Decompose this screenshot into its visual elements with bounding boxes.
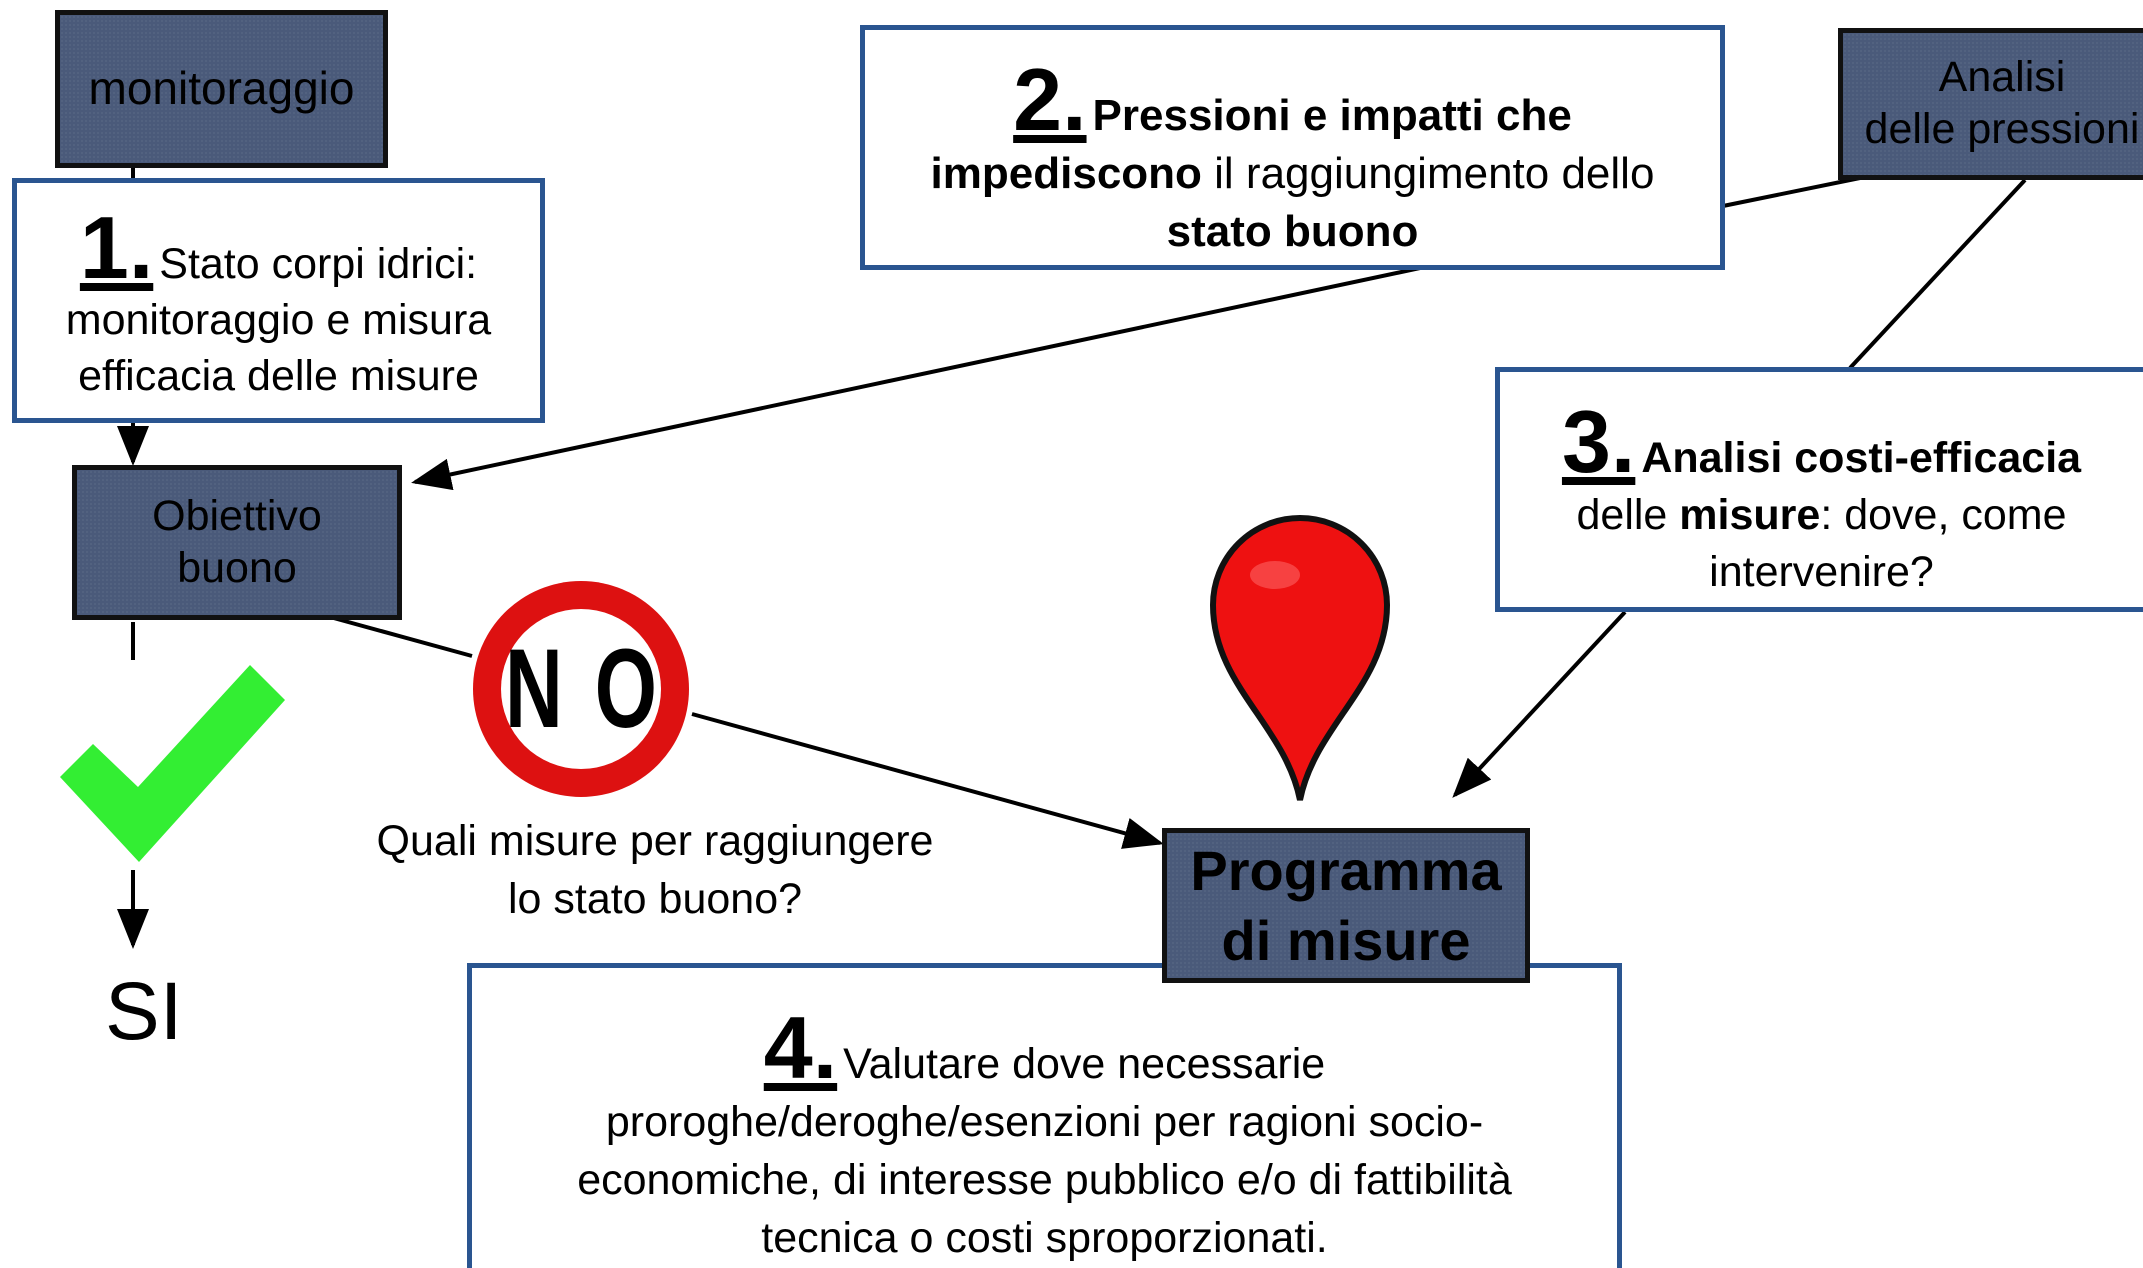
step-2-number: 2. (1013, 50, 1087, 149)
question-text: Quali misure per raggiungere lo stato bu… (325, 812, 985, 928)
si-label: SI (105, 966, 183, 1057)
obiettivo-line2: buono (177, 543, 297, 592)
programma-line1: Programma (1190, 838, 1502, 902)
step-2-bold3: stato buono (1166, 207, 1419, 256)
step-3-bold1: Analisi costi-efficacia (1641, 434, 2082, 482)
box-step-3: 3.Analisi costi-efficacia delle misure: … (1495, 367, 2143, 612)
question-line2: lo stato buono? (507, 875, 803, 923)
arrow-analisi-obiettivo-b (411, 266, 1421, 491)
step-4-line3: economiche, di interesse pubblico e/o di… (577, 1156, 1512, 1204)
step-4-number: 4. (763, 998, 838, 1097)
arrow-no-programma (691, 712, 1164, 849)
step-2-bold1: Pressioni e impatti che (1092, 91, 1572, 140)
obiettivo-node: Obiettivo buono (72, 465, 402, 620)
obiettivo-line1: Obiettivo (152, 491, 322, 540)
arrow-box3-programma (1452, 610, 1627, 798)
connector-analisi-box3 (1848, 178, 2027, 370)
step-1-line3: efficacia delle misure (78, 352, 479, 400)
no-sign-icon: NO (473, 581, 689, 797)
step-3-text-b: : dove, come (1820, 491, 2067, 539)
step-4-line1: Valutare dove necessarie (843, 1040, 1326, 1088)
question-line1: Quali misure per raggiungere (376, 817, 934, 865)
step-1-line2: monitoraggio e misura (65, 296, 492, 344)
connector-obiettivo-no (329, 615, 473, 658)
step-2-bold2: impediscono (930, 149, 1202, 198)
checkmark-icon (60, 665, 285, 862)
box-step-1: 1.Stato corpi idrici: monitoraggio e mis… (12, 178, 545, 423)
step-3-text-c: intervenire? (1709, 548, 1934, 596)
step-3-number: 3. (1561, 392, 1636, 491)
step-3-text-a: delle (1576, 491, 1680, 539)
monitoraggio-node: monitoraggio (55, 10, 388, 168)
box-step-4: 4.Valutare dove necessarie proroghe/dero… (467, 963, 1622, 1268)
map-pin-icon (1209, 515, 1391, 801)
arrow-analisi-obiettivo-a (1722, 176, 1861, 208)
step-3-bold2: misure (1679, 491, 1821, 539)
analisi-node: Analisi delle pressioni (1838, 28, 2143, 180)
monitoraggio-label: monitoraggio (88, 62, 355, 115)
analisi-line1: Analisi (1938, 53, 2066, 102)
step-2-text2: il raggiungimento dello (1201, 149, 1655, 198)
step-1-number: 1. (79, 198, 154, 297)
programma-line2: di misure (1221, 908, 1471, 972)
step-1-line1: Stato corpi idrici: (159, 240, 478, 288)
box-step-2: 2.Pressioni e impatti che impediscono il… (860, 25, 1725, 270)
step-4-line4: tecnica o costi sproporzionati. (761, 1214, 1328, 1262)
analisi-line2: delle pressioni (1864, 105, 2140, 153)
programma-node: Programma di misure (1162, 828, 1530, 983)
step-4-line2: proroghe/deroghe/esenzioni per ragioni s… (605, 1098, 1484, 1146)
